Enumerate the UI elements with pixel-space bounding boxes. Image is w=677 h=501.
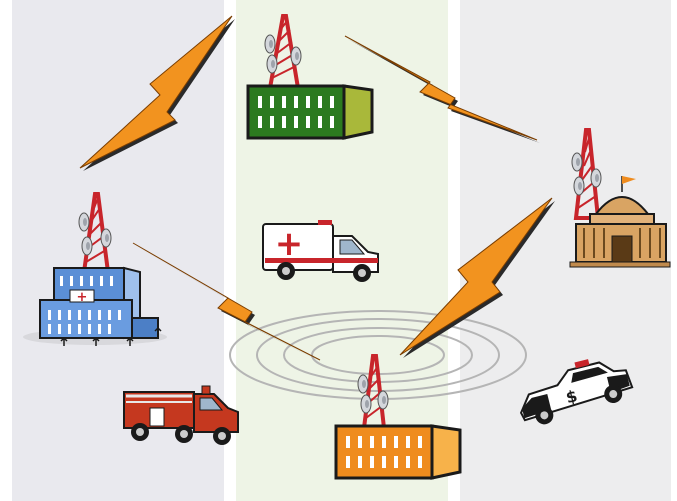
lightning-bolt-icon — [79, 15, 235, 171]
dispatch-building-icon — [334, 424, 462, 480]
lightning-bolt-icon — [344, 35, 540, 143]
lightning-bolt-icon — [132, 242, 323, 363]
hospital-cross: + — [77, 290, 88, 305]
ambulance-cross: + — [275, 224, 304, 264]
office-building-icon — [246, 84, 374, 140]
lightning-bolt-icon — [399, 197, 555, 358]
government-building-icon — [569, 176, 671, 268]
ambulance-icon: + — [262, 220, 379, 282]
fire-truck-icon — [123, 385, 239, 445]
hospital-icon: + — [23, 266, 167, 346]
police-car-icon: $ — [519, 359, 634, 425]
police-emblem: $ — [564, 386, 579, 407]
